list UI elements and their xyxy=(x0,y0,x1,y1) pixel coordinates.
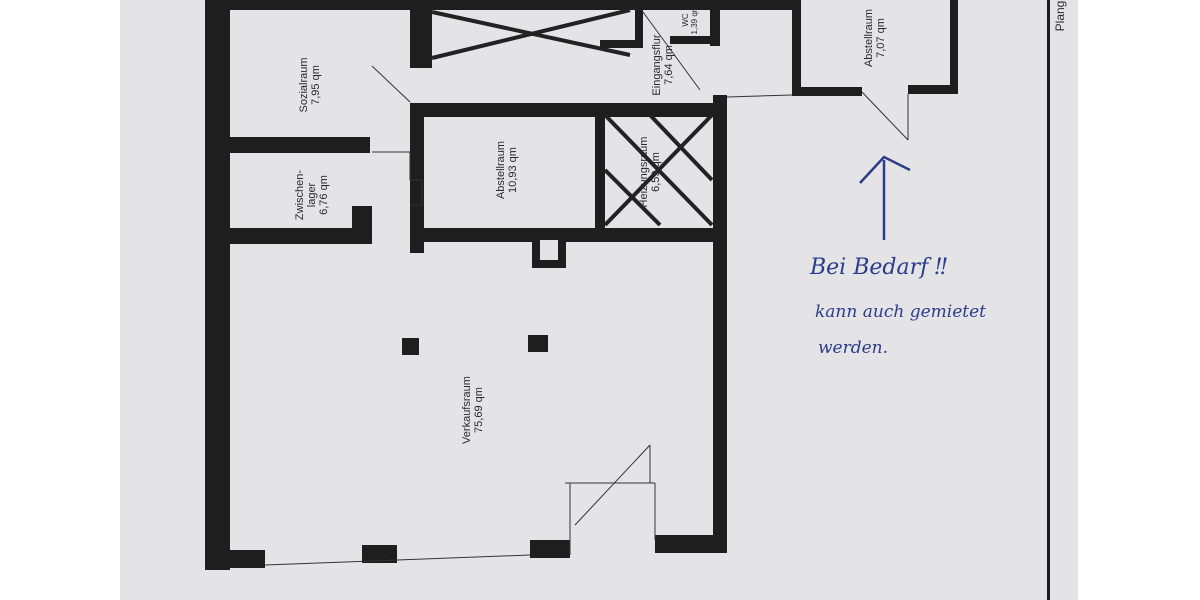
arrow-up-icon xyxy=(859,155,911,240)
crossed-stairs xyxy=(431,8,714,227)
margin-label: Plang xyxy=(1053,0,1067,32)
handwritten-note-line3: werden. xyxy=(818,338,889,358)
handwritten-note-line2: kann auch gemietet xyxy=(815,302,986,322)
handwritten-note-line1: Bei Bedarf ‼ xyxy=(810,255,947,280)
walls xyxy=(205,0,1050,600)
thin-lines xyxy=(264,11,909,566)
